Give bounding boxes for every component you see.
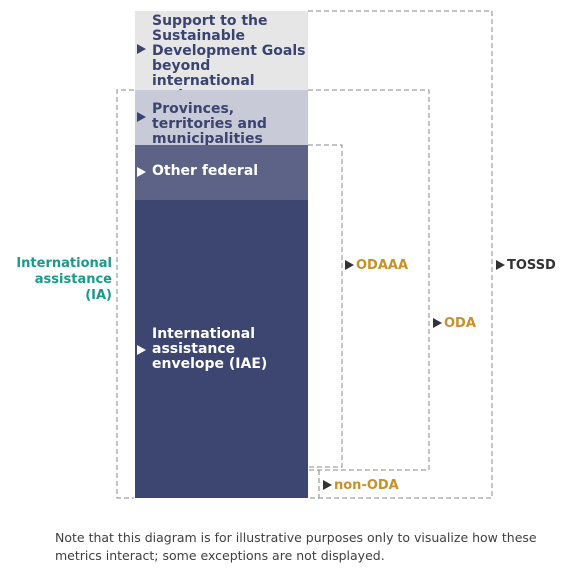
ia-bracket <box>116 89 134 499</box>
segment-iae: International assistance envelope (IAE) <box>135 200 308 498</box>
tossd-label: TOSSD <box>496 258 556 274</box>
segment-iae-marker-icon <box>137 345 146 355</box>
odaaa-arrow-icon <box>345 259 354 270</box>
odaaa-bracket <box>308 144 343 468</box>
segment-provinces-marker-icon <box>137 112 146 122</box>
segment-provinces-territories: Provinces, territories and municipalitie… <box>135 90 308 147</box>
tossd-bracket <box>308 10 493 499</box>
segment-iae-label: International assistance envelope (IAE) <box>152 326 268 372</box>
ia-label: International assistance (IA) <box>16 256 112 303</box>
nonoda-arrow-icon <box>323 479 332 490</box>
odaaa-text: ODAAA <box>356 258 409 273</box>
segment-other-federal-label: Other federal <box>152 163 259 179</box>
oda-label: ODA <box>433 316 476 332</box>
tossd-text: TOSSD <box>507 258 556 273</box>
oda-arrow-icon <box>433 317 442 328</box>
tossd-arrow-icon <box>496 259 505 270</box>
segment-other-federal: Other federal <box>135 145 308 200</box>
segment-sdg-marker-icon <box>137 44 146 54</box>
segment-other-federal-marker-icon <box>137 167 146 177</box>
odaaa-label: ODAAA <box>345 258 408 274</box>
segment-provinces-label: Provinces, territories and municipalitie… <box>152 101 267 147</box>
nonoda-text: non-ODA <box>334 478 399 493</box>
oda-bracket <box>308 89 430 471</box>
footnote: Note that this diagram is for illustrati… <box>55 530 537 563</box>
oda-text: ODA <box>444 316 476 331</box>
nonoda-label: non-ODA <box>323 478 399 494</box>
